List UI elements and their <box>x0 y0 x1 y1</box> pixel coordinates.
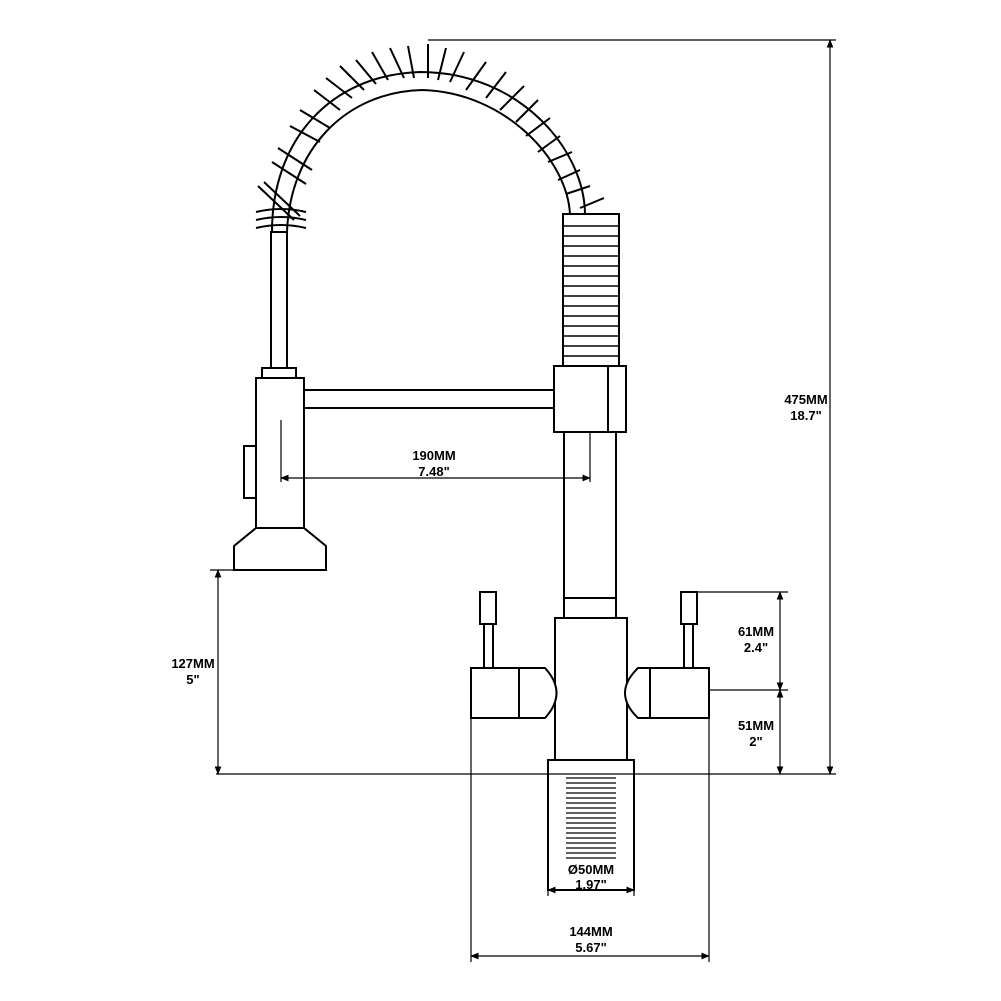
total-height-metric: 475MM <box>784 392 827 407</box>
spring-hose-outer <box>286 88 571 233</box>
hose-tube-left <box>270 231 288 371</box>
handle-height-imperial: 2.4" <box>744 640 768 655</box>
spring-coils <box>257 44 613 221</box>
spout-arm <box>299 389 557 409</box>
right-lever-stem <box>683 623 694 669</box>
body-height-metric: 51MM <box>738 718 774 733</box>
left-handle-body <box>470 667 558 719</box>
sleeve-ribs <box>563 225 619 357</box>
spout-collar <box>553 365 627 433</box>
spring-sleeve-right <box>562 213 620 367</box>
spout-reach-metric: 190MM <box>412 448 455 463</box>
spout-height-imperial: 5" <box>186 672 199 687</box>
spout-reach-imperial: 7.48" <box>418 464 449 479</box>
threaded-shank <box>547 759 635 891</box>
base-width-imperial: 5.67" <box>575 940 606 955</box>
sprayer-nozzle <box>233 527 327 571</box>
left-lever <box>479 591 497 625</box>
right-lever <box>680 591 698 625</box>
total-height-imperial: 18.7" <box>790 408 821 423</box>
shank-threads <box>566 777 616 859</box>
faucet-base <box>554 617 628 761</box>
column-ring <box>563 597 617 619</box>
left-lever-stem <box>483 623 494 669</box>
sprayer-button <box>243 445 257 499</box>
shank-diameter-metric: Ø50MM <box>568 862 614 877</box>
spring-collar-left <box>255 208 307 229</box>
body-height-imperial: 2" <box>749 734 762 749</box>
spout-height-metric: 127MM <box>171 656 214 671</box>
shank-diameter-imperial: 1.97" <box>575 877 606 892</box>
right-handle-body <box>624 667 710 719</box>
faucet-outline <box>233 44 710 891</box>
dimension-labels: 475MM 18.7" 190MM 7.48" 127MM 5" 61MM 2.… <box>171 392 827 955</box>
base-width-metric: 144MM <box>569 924 612 939</box>
dimension-lines <box>210 39 836 962</box>
handle-height-metric: 61MM <box>738 624 774 639</box>
sprayer-body <box>255 377 305 529</box>
